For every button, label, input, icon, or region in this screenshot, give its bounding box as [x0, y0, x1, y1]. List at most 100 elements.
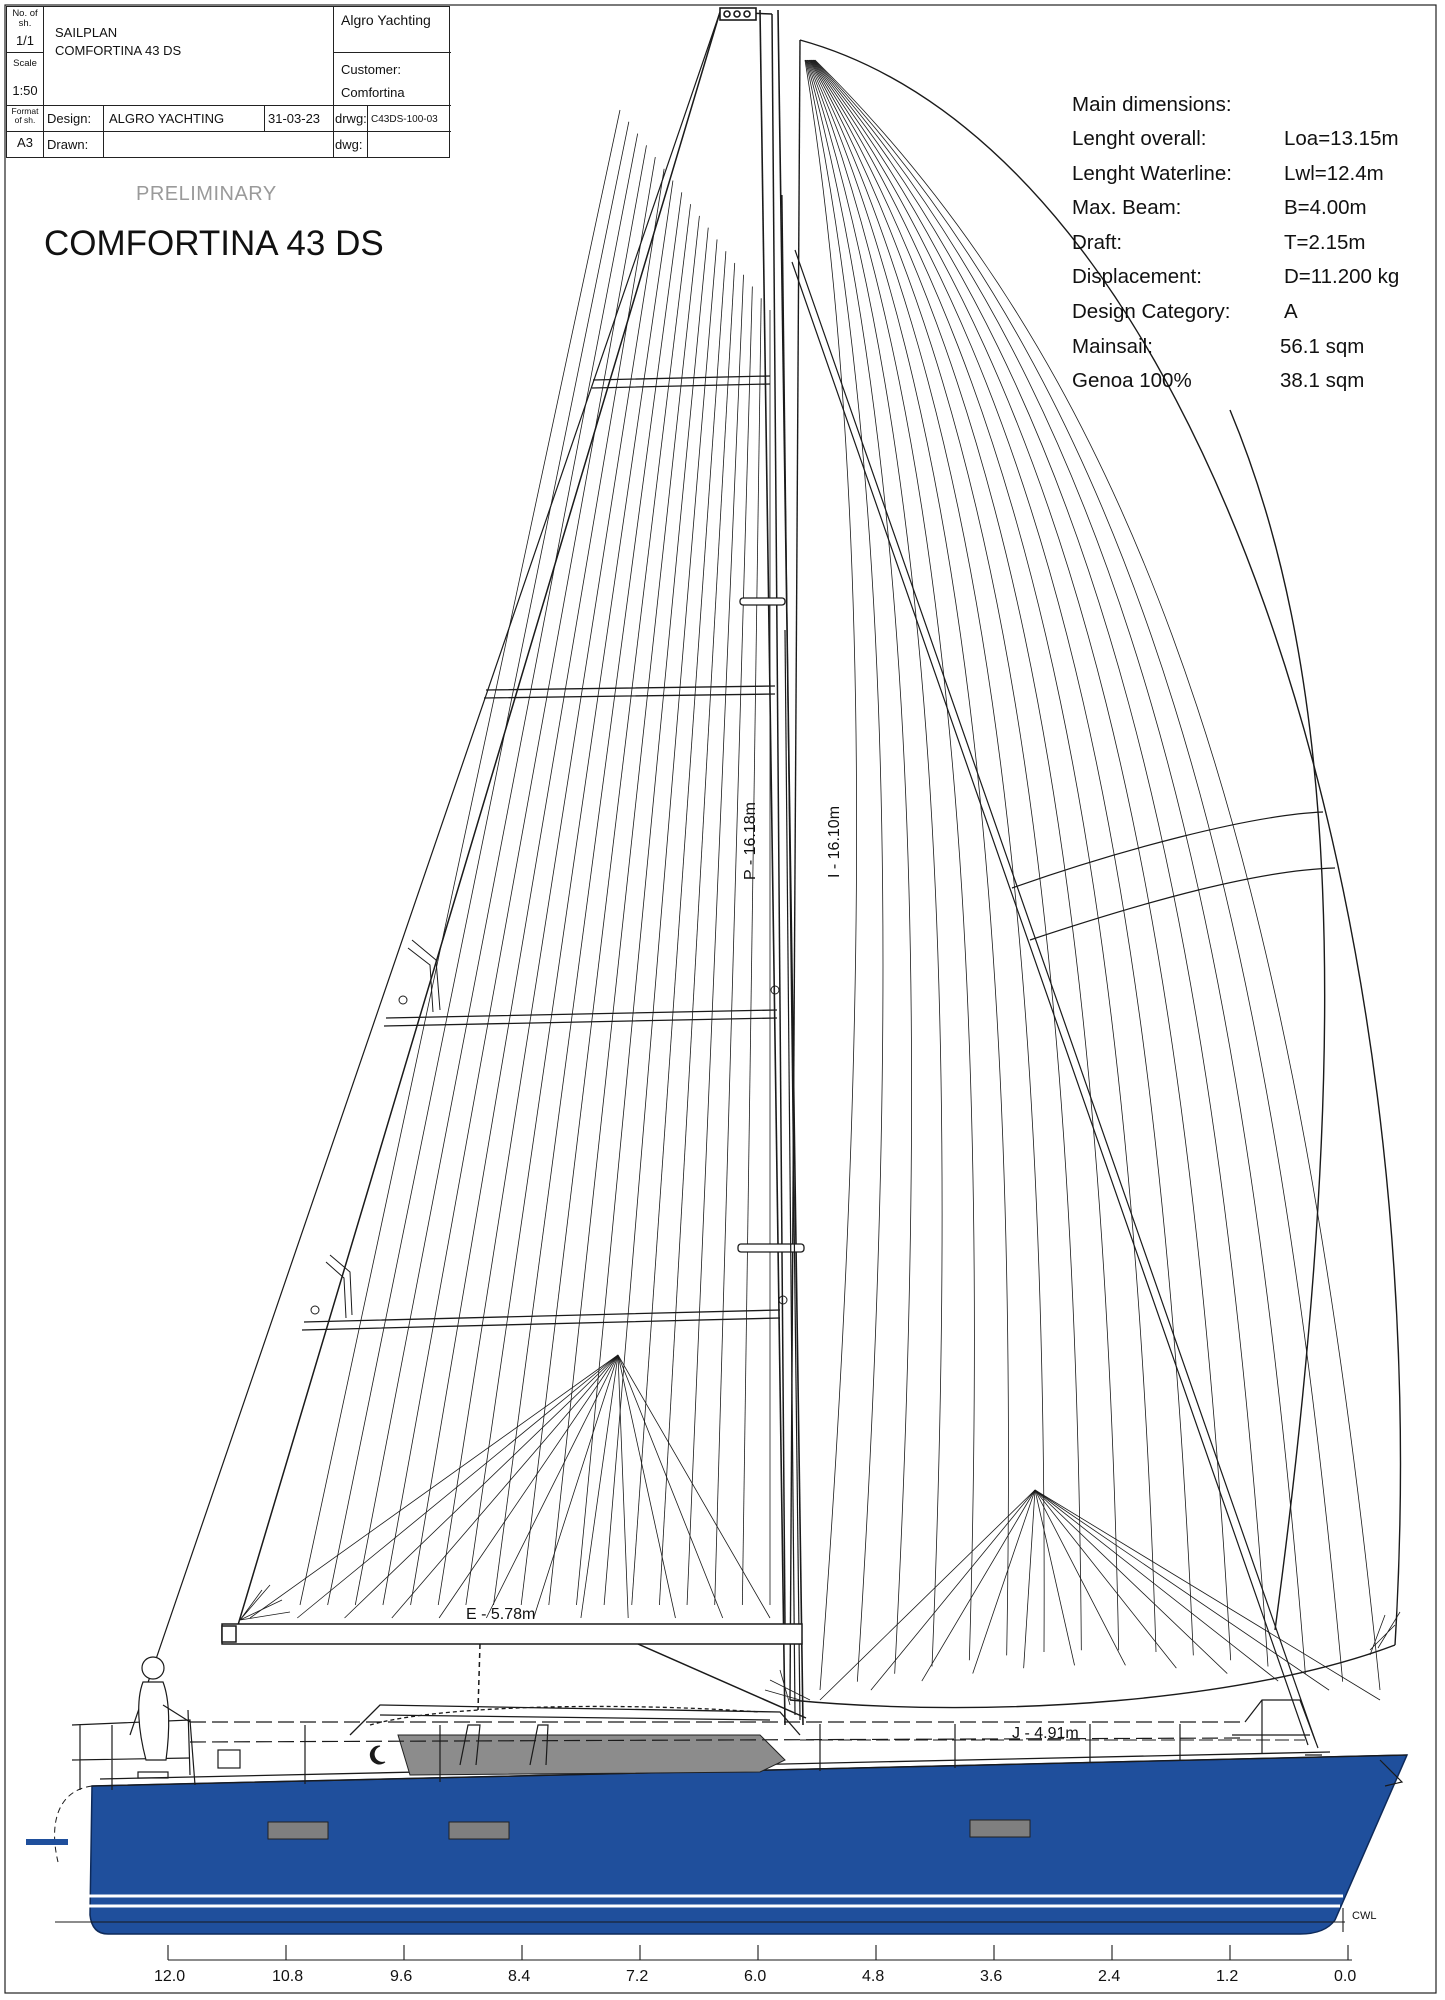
dimension-row: Lenght Waterline:Lwl=12.4m: [1072, 157, 1432, 192]
mainsail-luff: [771, 13, 786, 1626]
genoa-band-upper: [1011, 811, 1324, 889]
drawing-type: SAILPLAN: [55, 25, 118, 40]
dimension-row: Max. Beam:B=4.00m: [1072, 191, 1432, 226]
dimension-row: Mainsail:56.1 sqm: [1072, 330, 1432, 365]
scale-tick-label: 8.4: [508, 1968, 531, 1985]
hull-group: [26, 1754, 1409, 1935]
aft-lower-shroud: [784, 629, 796, 1716]
scale-tick-label: 3.6: [980, 1968, 1003, 1985]
genoa-fan-seam: [972, 1489, 1036, 1674]
dimension-label: Lenght overall:: [1072, 127, 1207, 150]
dimension-label: Lenght Waterline:: [1072, 161, 1232, 185]
drawing-title: COMFORTINA 43 DS: [44, 224, 384, 263]
dimension-label: Max. Beam:: [1072, 196, 1182, 220]
rigging: [129, 11, 1316, 1746]
dimension-row: Lenght overall:Loa=13.15m: [1072, 122, 1432, 157]
anchor-roller: [1379, 1759, 1404, 1787]
genoa-seam: [812, 59, 1269, 1667]
drawing-name: COMFORTINA 43 DS: [55, 43, 182, 58]
mainsail-fan-seam: [617, 1354, 771, 1619]
genoa-leech: [799, 39, 1402, 1646]
hull: [89, 1754, 1409, 1935]
mainsail-fan-seam: [617, 1354, 724, 1619]
drawn-label: Drawn:: [47, 137, 89, 152]
genoa-seam: [812, 59, 1232, 1661]
mainsail-seam: [382, 145, 647, 1606]
winch-aft: [217, 1749, 241, 1769]
genoa-seam: [805, 59, 884, 1682]
coachroof: [349, 1704, 801, 1736]
cwl-label: CWL: [1352, 1910, 1377, 1922]
cap-shroud: [781, 194, 801, 1721]
genoa-seam: [805, 59, 913, 1674]
mainsail-battens: [301, 375, 781, 1331]
mainsail-seam: [659, 262, 736, 1606]
boat-logo: [369, 1745, 386, 1765]
scale-tick-label: 6.0: [744, 1968, 767, 1985]
mainsail-leech: [237, 11, 721, 1626]
dimension-row: Genoa 100% 38.1 sqm: [1072, 364, 1432, 399]
mainsail-panel-lines: [249, 109, 771, 1619]
genoa-corner-radials: [764, 1611, 1401, 1706]
dimension-value: 38.1 sqm: [1280, 369, 1365, 393]
boom-vang: [637, 1643, 807, 1719]
main-dimensions-heading: Main dimensions:: [1072, 93, 1232, 116]
genoa-seam: [807, 59, 1009, 1656]
genoa-fan-seam: [870, 1489, 1036, 1691]
mainsail-seam: [741, 298, 762, 1606]
companionway-rails: [459, 1724, 549, 1766]
genoa-fan-seam: [1034, 1489, 1330, 1691]
customer-label: Customer:: [341, 62, 401, 77]
dimension-label: Displacement:: [1072, 265, 1202, 289]
boom: [221, 1623, 807, 1719]
mainsheet: [477, 1643, 481, 1711]
genoa-foot: [789, 1644, 1396, 1709]
scale-tick-label: 10.8: [272, 1968, 304, 1985]
dimension-row: Draft:T=2.15m: [1072, 226, 1432, 261]
genoa-band-lower: [1029, 867, 1336, 941]
mainsail-fan-seam: [533, 1354, 619, 1619]
genoa-seam: [806, 59, 943, 1667]
genoa-seam: [807, 59, 975, 1661]
mainsail-seam: [327, 121, 630, 1606]
scale-tick-label: 7.2: [626, 1968, 649, 1985]
mainsail-seam: [437, 168, 665, 1606]
main-dimensions-table: Main dimensions: Lenght overall:Loa=13.1…: [1072, 88, 1432, 399]
genoa-seam: [811, 59, 1194, 1656]
forestay-inner: [791, 261, 1309, 1746]
design-date: 31-03-23: [268, 111, 321, 126]
dimension-row: Displacement:D=11.200 kg: [1072, 260, 1432, 295]
length-scale-bar: [167, 1945, 1352, 1961]
genoa-seam: [814, 59, 1381, 1691]
forestay: [794, 249, 1316, 1741]
genoa-seam: [804, 59, 857, 1691]
mast-front: [759, 9, 786, 1726]
genoa-luff: [789, 39, 801, 1701]
transom-sugar-scoop: [54, 1785, 93, 1863]
genoa-seam: [813, 59, 1306, 1674]
mainsail-seam: [493, 192, 683, 1606]
dimension-value: A: [1284, 299, 1298, 323]
genoa-panel-lines: [804, 59, 1381, 1701]
dimension-label: Mainsail:: [1072, 334, 1153, 358]
mainsail-fan-seam: [486, 1354, 619, 1619]
drwg-label: drwg:: [335, 111, 367, 126]
scale-tick-label: 9.6: [390, 1968, 413, 1985]
i-dimension-label: I - 16.10m: [826, 805, 843, 878]
dimension-row: Design Category: A: [1072, 295, 1432, 330]
guardrails: [71, 1699, 1319, 1790]
j-dimension-label: J - 4.91m: [1012, 1725, 1079, 1742]
designer-name: ALGRO YACHTING: [109, 111, 225, 126]
mainsail-seam: [548, 215, 700, 1606]
dimension-label: Genoa 100%: [1072, 369, 1192, 393]
sheet-border: [4, 4, 1437, 1994]
sheet-number: 1/1: [15, 33, 35, 48]
mainsail-seam: [576, 227, 709, 1606]
genoa-fan-seam: [1034, 1489, 1075, 1666]
company-name: Algro Yachting: [341, 12, 431, 28]
genoa-seam: [814, 59, 1344, 1682]
dimension-label: Design Category:: [1072, 299, 1231, 323]
mainsail-head-radials: [239, 1584, 291, 1621]
backstay: [129, 11, 721, 1736]
mainsail-seam: [465, 180, 674, 1606]
